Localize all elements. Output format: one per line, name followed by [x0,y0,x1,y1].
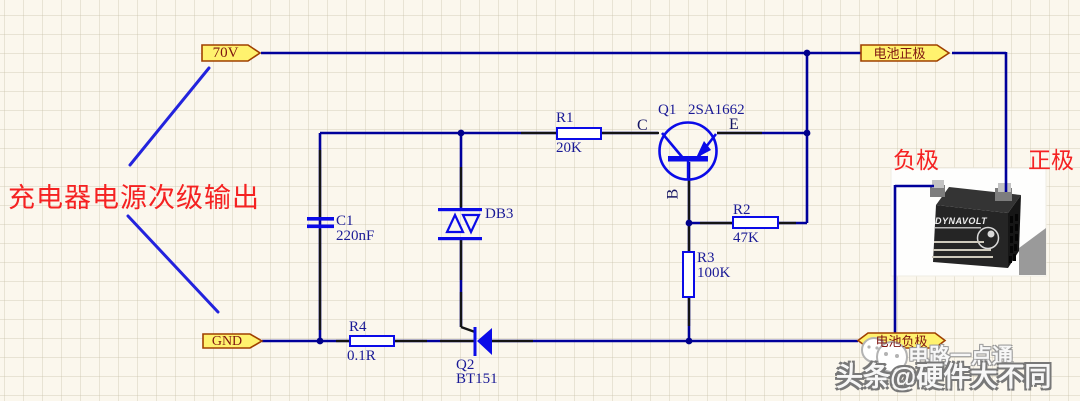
q2-part-number: BT151 [456,371,498,387]
resistor-r2[interactable] [732,216,779,229]
c1-value: 220nF [336,228,375,244]
annotation-lines [126,66,220,314]
r4-value: 0.1R [347,348,376,364]
resistor-r3[interactable] [682,251,695,298]
wechat-icon [861,337,908,373]
watermark-line1: 电路一点通 [908,345,1013,368]
battery-shadow [1019,228,1046,275]
q1-designator: Q1 [658,102,677,118]
resistor-r4[interactable] [349,335,395,347]
port-supply-70v[interactable] [201,44,262,62]
port-battery-positive[interactable] [860,44,951,62]
battery-photo: DYNAVOLT [890,167,1047,277]
q1-part-number: 2SA1662 [688,102,745,118]
battery-negative-annotation: 负极 [893,148,939,173]
r2-value: 47K [733,230,759,246]
capacitor-c1[interactable] [307,217,334,229]
port-ground[interactable] [202,333,264,349]
thyristor-q2[interactable] [473,327,492,356]
battery-terminal-positive [995,183,1012,201]
port-battery-negative-label: 电池负极 [875,334,928,349]
battery-logo [976,226,1000,250]
component-pins [318,131,796,343]
r2-designator: R2 [733,202,751,218]
charger-output-annotation: 充电器电源次级输出 [8,183,260,213]
port-supply-label: 70V [212,45,239,61]
r1-designator: R1 [556,110,574,126]
watermark-line2: 头条@硬件大不同 [836,362,1052,392]
battery-brand-text: DYNAVOLT [935,216,988,226]
port-battery-positive-label: 电池正极 [873,46,926,61]
q1-pin-base-label: B [664,188,682,200]
q1-pin-emitter-label: E [729,116,739,133]
db3-designator: DB3 [485,206,514,222]
q1-pin-collector-label: C [637,117,648,134]
wire-nets[interactable] [261,51,1008,343]
port-ground-label: GND [211,334,243,349]
r3-designator: R3 [697,250,715,266]
junction-dots [316,49,811,345]
battery-terminal-negative [930,180,945,197]
battery-positive-annotation: 正极 [1028,148,1074,173]
q2-designator: Q2 [456,357,475,373]
r4-designator: R4 [349,319,367,335]
r1-value: 20K [556,140,582,156]
transistor-q1[interactable] [658,121,718,181]
r3-value: 100K [697,265,731,281]
diac-db3[interactable] [438,208,482,241]
c1-designator: C1 [336,213,354,229]
resistor-r1[interactable] [556,127,602,140]
